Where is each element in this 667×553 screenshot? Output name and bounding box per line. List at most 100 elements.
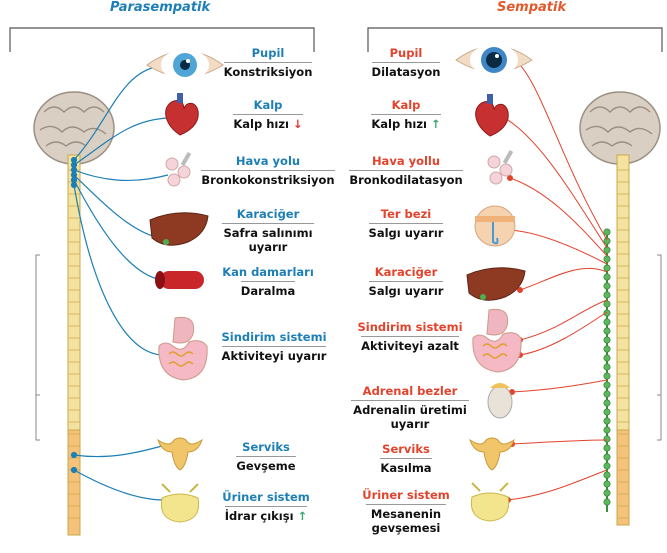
uterus-icon (470, 438, 514, 470)
sympathetic-nerve (520, 268, 607, 290)
heart-icon (166, 93, 199, 135)
ganglion (604, 490, 610, 496)
ganglion (604, 436, 610, 442)
parasympathetic-nerve (74, 185, 160, 355)
organ-effect: İdrar çıkışı ↑ (225, 506, 307, 523)
spinal-cord-right (617, 155, 629, 525)
arrow-up-icon: ↑ (298, 509, 308, 523)
parasympathetic-nerve (74, 470, 164, 500)
nerve-node (72, 178, 77, 183)
effect-text: Kalp hızı (371, 117, 427, 131)
organ-effect: Aktiviteyi azalt (361, 336, 459, 353)
nerve-node (72, 158, 77, 163)
symp-label-digestive: Sindirim sistemi Aktiviteyi azalt (350, 320, 470, 353)
ganglion (604, 445, 610, 451)
organ-name: Hava yolu (232, 154, 304, 170)
symp-label-adrenal: Adrenal bezler Adrenalin üretimi uyarır (350, 384, 470, 431)
ganglion (604, 427, 610, 433)
symp-label-urinary: Üriner sistem Mesanenin gevşemesi (346, 488, 466, 535)
ganglion (604, 418, 610, 424)
organ-name: Karaciğer (371, 265, 442, 281)
organ-name: Sindirim sistemi (353, 320, 466, 336)
lungs-icon (166, 152, 191, 186)
parasympathetic-nerve (74, 446, 162, 457)
organ-effect: Daralma (241, 281, 295, 298)
nerve-node (72, 468, 77, 473)
spinal-cord-left (68, 155, 80, 535)
symp-label-pupil: Pupil Dilatasyon (346, 46, 466, 79)
organ-name: Üriner sistem (218, 490, 314, 506)
organ-effect: Dilatasyon (372, 62, 441, 79)
ganglion (604, 463, 610, 469)
ganglion (604, 373, 610, 379)
organ-effect: Kasılma (380, 458, 431, 475)
ganglion (604, 400, 610, 406)
organ-effect: Salgı uyarır (369, 281, 444, 298)
liver-icon (467, 268, 525, 300)
sympathetic-nerve (512, 440, 607, 444)
arrow-up-icon: ↑ (431, 117, 441, 131)
bladder-icon (471, 483, 508, 521)
symp-label-liver: Karaciğer Salgı uyarır (346, 265, 466, 298)
thoracic-bracket-right (657, 255, 661, 395)
sympathetic-nerve (510, 230, 607, 264)
nerve-node (72, 168, 77, 173)
parasympathetic-header: Parasempatik (110, 0, 210, 15)
organ-effect: Bronkokonstriksiyon (201, 170, 334, 187)
ganglion (604, 283, 610, 289)
parasympathetic-nerve (74, 175, 160, 238)
organ-name: Ter bezi (377, 207, 435, 223)
nerve-node (72, 163, 77, 168)
organ-name: Kan damarları (218, 265, 318, 281)
para-label-liver: Karaciğer Safra salınımı uyarır (208, 207, 328, 254)
para-label-digestive: Sindirim sistemi Aktiviteyi uyarır (214, 330, 334, 363)
symp-label-cervix: Serviks Kasılma (346, 442, 466, 475)
para-label-airway: Hava yolu Bronkokonstriksiyon (198, 154, 338, 187)
organ-effect: Kalp hızı ↑ (371, 114, 440, 131)
organ-name: Pupil (248, 46, 289, 62)
organ-name: Kalp (388, 98, 425, 114)
ganglion (604, 337, 610, 343)
ganglion (604, 346, 610, 352)
ganglion (604, 481, 610, 487)
organ-effect: Kalp hızı ↓ (233, 114, 302, 131)
organ-effect: Gevşeme (236, 456, 295, 473)
sympathetic-nerve (510, 178, 607, 256)
parasympathetic-nerve (74, 170, 168, 180)
organ-effect: Safra salınımı uyarır (222, 223, 314, 254)
para-label-blood-vessels: Kan damarları Daralma (208, 265, 328, 298)
organ-name: Karaciğer (233, 207, 304, 223)
organ-effect: Aktiviteyi uyarır (222, 346, 327, 363)
organ-name: Serviks (378, 442, 434, 458)
nerve-node (72, 173, 77, 178)
adrenal-icon (488, 383, 512, 418)
organ-name: Hava yollu (368, 154, 444, 170)
ganglion (604, 472, 610, 478)
nerve-node (72, 183, 77, 188)
ganglion (604, 409, 610, 415)
sympathetic-nerve (520, 312, 607, 355)
organ-name: Pupil (386, 46, 427, 62)
ganglion (604, 355, 610, 361)
bladder-icon (161, 484, 198, 522)
uterus-icon (158, 438, 202, 470)
lumbar-bracket-right (657, 395, 661, 440)
organ-effect: Konstriksiyon (224, 62, 313, 79)
ganglion (604, 292, 610, 298)
sympathetic-nerve (512, 380, 607, 392)
digestive-icon (159, 317, 207, 380)
organ-name: Sindirim sistemi (217, 330, 330, 346)
ganglion (604, 364, 610, 370)
eye-icon (456, 44, 532, 76)
sympathetic-nerve (508, 470, 607, 500)
organ-effect: Bronkodilatasyon (349, 170, 462, 187)
ganglion (604, 265, 610, 271)
lumbar-bracket-left (36, 395, 40, 440)
digestive-icon (473, 309, 521, 372)
ganglion (604, 256, 610, 262)
sympathetic-header: Sempatik (497, 0, 566, 15)
ganglion (604, 238, 610, 244)
para-label-heart: Kalp Kalp hızı ↓ (208, 98, 328, 131)
ganglion (604, 229, 610, 235)
